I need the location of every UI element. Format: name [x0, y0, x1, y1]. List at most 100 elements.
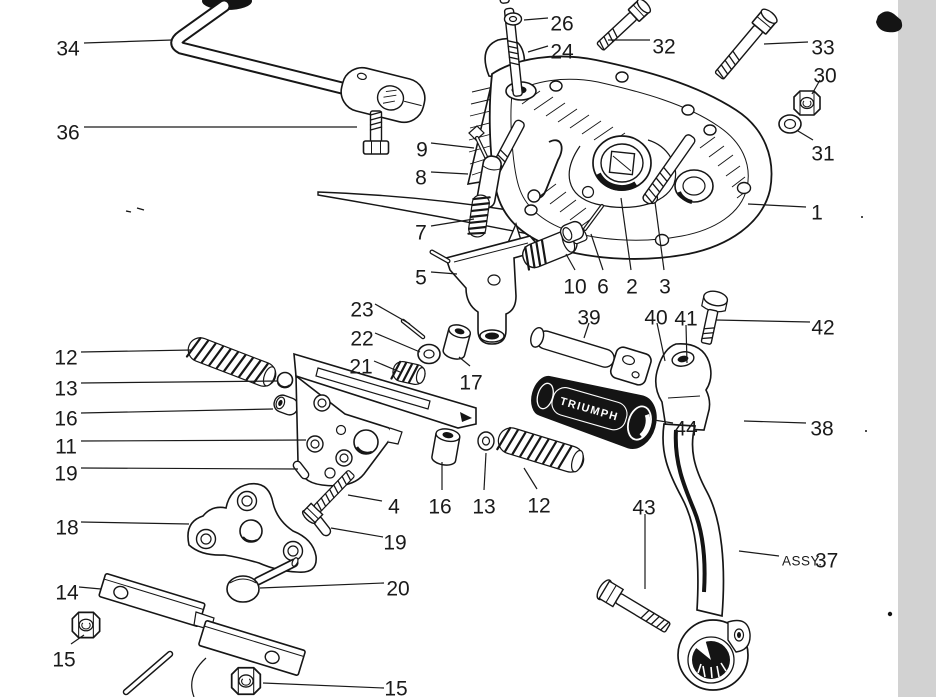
leader-line [483, 452, 487, 491]
cover-screw-holes [524, 71, 752, 247]
part-washer-22 [417, 343, 441, 365]
callout-24: 24 [550, 41, 574, 64]
callout-14: 14 [55, 582, 79, 605]
callout-15-left: 15 [52, 649, 75, 672]
part-gear-change-lever [170, 0, 426, 124]
callout-34: 34 [56, 38, 80, 61]
leader-line [656, 322, 666, 362]
part-camplate-18 [187, 482, 317, 573]
part-small-parts-row [390, 318, 472, 386]
callout-41: 41 [674, 308, 697, 331]
part-bush-10 [559, 220, 585, 244]
leader-line [811, 79, 821, 95]
callout-36: 36 [56, 122, 79, 145]
leader-line [347, 494, 383, 502]
callout-26: 26 [550, 13, 573, 36]
part-strips-14 [98, 573, 306, 676]
callout-33: 33 [811, 37, 834, 60]
callout-18: 18 [55, 517, 78, 540]
leader-line [653, 419, 674, 424]
callout-21: 21 [349, 356, 372, 379]
leader-line [430, 271, 458, 275]
ink-speck [887, 611, 893, 617]
leader-line [374, 332, 421, 353]
scan-edge-strip [898, 0, 936, 697]
callout-10: 10 [563, 276, 586, 299]
callout-7: 7 [415, 222, 427, 245]
callout-44: 44 [674, 418, 698, 441]
callout-5: 5 [415, 267, 427, 290]
cover-inner-edge [510, 78, 749, 241]
leader-line [620, 197, 632, 271]
part-bolt-42 [700, 290, 729, 345]
part-housing-5 [444, 235, 544, 345]
part-footrest-rubber-44: TRIUMPH [531, 375, 657, 449]
leader-line [374, 303, 411, 325]
part-stud-24 [503, 7, 523, 97]
callout-39: 39 [577, 307, 600, 330]
callout-2: 2 [626, 276, 638, 299]
part-pin-9 [468, 125, 485, 141]
part-bolt-43 [596, 579, 671, 633]
callout-16-left: 16 [54, 408, 77, 431]
part-screw-4 [301, 470, 355, 524]
callout-17: 17 [459, 372, 482, 395]
lever-shaft [662, 423, 725, 618]
callout-30: 30 [813, 65, 836, 88]
part-kickstart-lever-38 [654, 290, 751, 691]
part-ring-bush [674, 169, 714, 204]
part-pin-20 [226, 557, 299, 603]
part-bush-2 [592, 135, 652, 191]
ink-speck [125, 207, 145, 213]
part-washer-26 [503, 12, 523, 26]
leader-line [80, 521, 190, 525]
leader-lines [70, 17, 821, 689]
callout-15-bottom: 15 [384, 678, 407, 697]
part-washer-13-right [477, 431, 495, 451]
callout-assy-prefix: ASSY. [782, 554, 823, 569]
leader-line [83, 39, 173, 44]
part-stud-tip [498, 0, 510, 4]
leader-line [430, 142, 475, 149]
part-pedal-shaft-39 [530, 326, 652, 386]
callout-38: 38 [810, 418, 833, 441]
part-rod-fragment [122, 650, 207, 697]
leader-line [430, 171, 469, 175]
part-washer-31 [778, 114, 802, 134]
part-spring-21 [390, 360, 426, 386]
lever-top-boss [654, 343, 712, 431]
leader-line [743, 420, 807, 424]
leader-line [373, 360, 401, 373]
leader-line [738, 550, 780, 557]
callout-assy-37: 37 [815, 550, 838, 573]
part-pin-19-upper [292, 460, 310, 480]
callout-12-right: 12 [527, 495, 550, 518]
part-rod-ball [527, 189, 541, 203]
leader-line [763, 41, 809, 45]
part-spring-7 [467, 194, 491, 238]
part-nut-15-left [71, 611, 101, 639]
callout-32: 32 [652, 36, 675, 59]
leader-line [430, 218, 475, 227]
callout-19-left: 19 [54, 463, 77, 486]
leader-line [654, 201, 665, 271]
callout-labels: 34 36 26 24 32 33 30 31 1 9 8 7 5 10 6 2… [52, 13, 838, 697]
callout-3: 3 [659, 276, 671, 299]
leader-line [330, 527, 384, 538]
leader-line [747, 203, 807, 208]
part-bush-17 [442, 324, 472, 360]
callout-20: 20 [386, 578, 409, 601]
callout-43: 43 [632, 497, 655, 520]
leader-line [797, 130, 814, 141]
leader-line [259, 582, 385, 589]
part-quadrant-group [185, 337, 585, 537]
part-roller-16-right [431, 428, 461, 466]
leader-line [583, 322, 590, 339]
ink-blot [876, 11, 903, 33]
leader-line [262, 682, 385, 689]
callout-42: 42 [811, 317, 834, 340]
callout-16-right: 16 [428, 496, 451, 519]
callout-12-left: 12 [54, 347, 77, 370]
leader-line [523, 467, 538, 490]
